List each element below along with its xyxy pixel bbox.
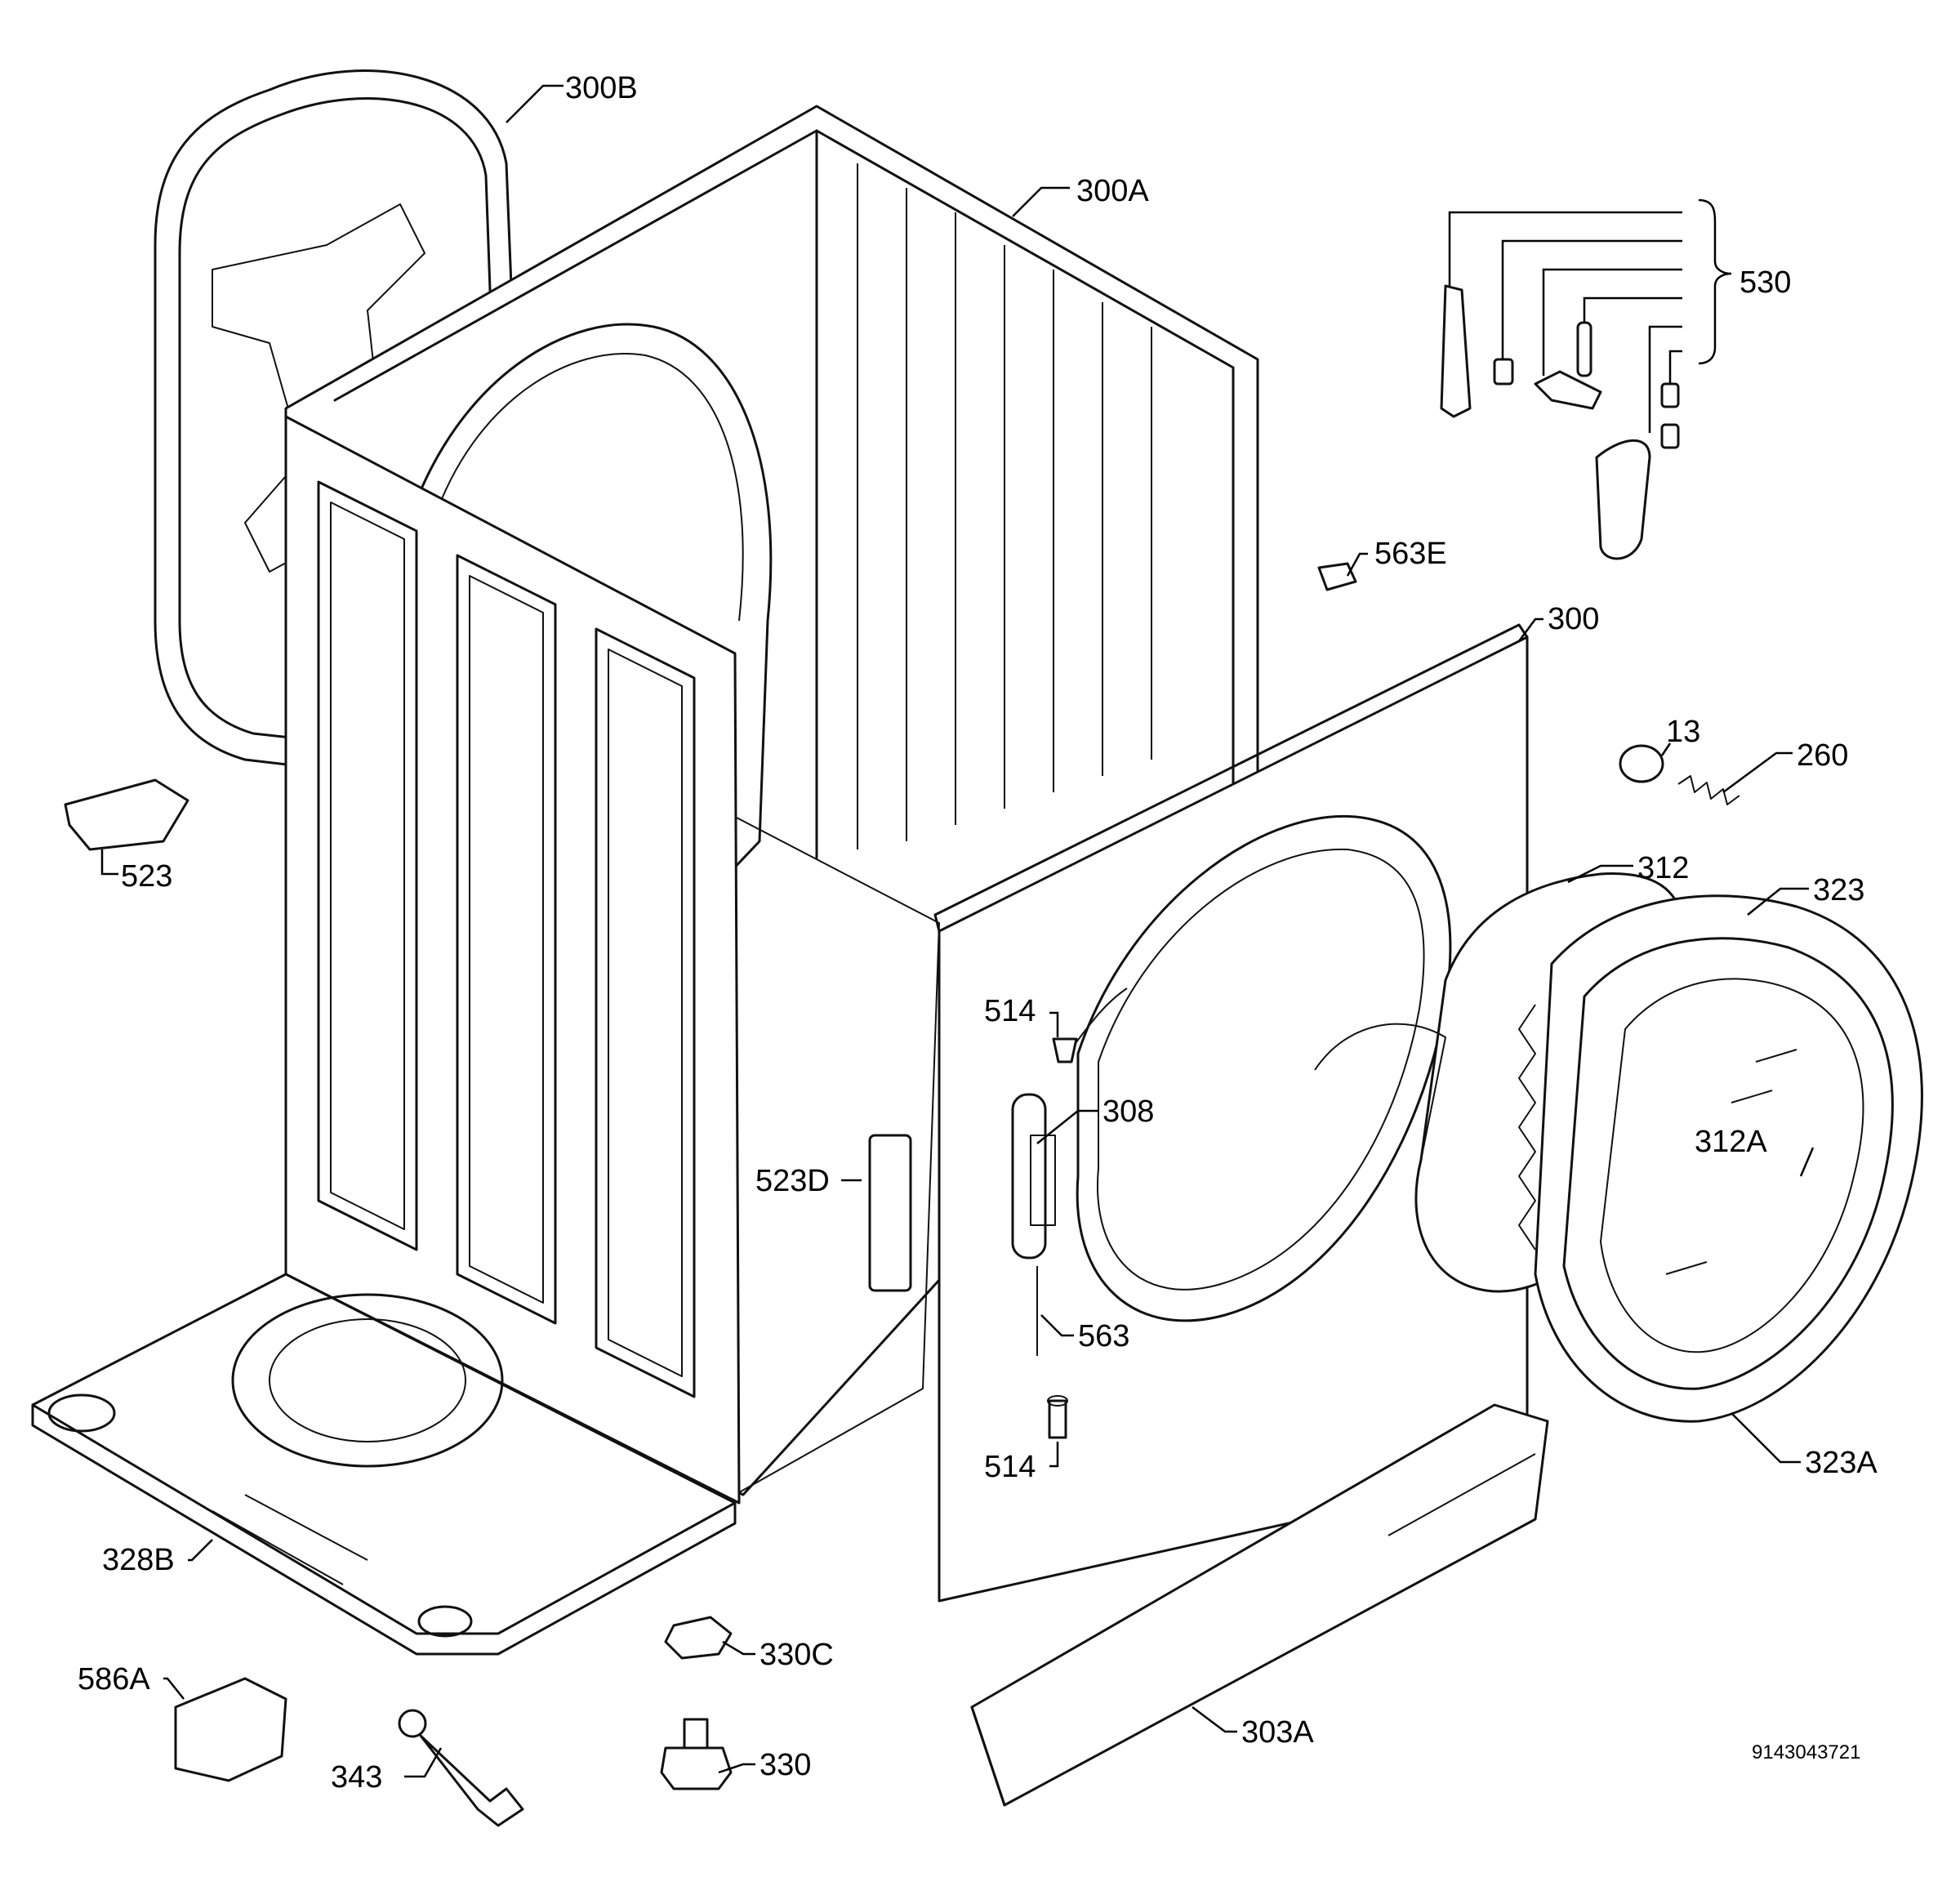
part-300A-side-panel [284,415,741,1505]
callout-514-bottom: 514 [984,1450,1036,1484]
callout-330: 330 [760,1748,811,1782]
callout-323: 323 [1813,873,1864,907]
callout-308: 308 [1102,1095,1154,1129]
part-308-hinge [1011,1093,1056,1260]
part-13-knob [1619,744,1664,783]
callout-303A: 303A [1241,1715,1314,1750]
part-323-door-frame [1518,894,1923,1423]
callout-300: 300 [1548,602,1599,636]
callout-586A: 586A [78,1662,150,1696]
callout-323A: 323A [1805,1446,1878,1480]
part-530-hinge-kit [1440,198,1732,560]
callout-530: 530 [1740,265,1791,300]
callout-260: 260 [1797,738,1848,773]
part-343-spanner [398,1709,524,1827]
part-523-bracket [64,778,189,851]
part-523D-bracket [868,1134,912,1292]
part-563E-micro-switch [1317,562,1357,591]
callout-330C: 330C [760,1638,834,1672]
callout-343: 343 [331,1760,382,1795]
part-514-pin-top [1052,1037,1078,1063]
part-330C-nut [664,1616,733,1660]
part-303A-plinth [970,1403,1549,1807]
callout-563: 563 [1078,1319,1129,1353]
callout-328B: 328B [102,1543,175,1577]
callout-563E: 563E [1374,537,1447,571]
callout-523D: 523D [755,1164,830,1198]
part-586A-pump-bracket [174,1677,287,1782]
callout-523: 523 [121,859,172,894]
callout-312: 312 [1637,851,1689,885]
callout-514-top: 514 [984,994,1036,1028]
part-328B-base [31,1273,737,1656]
callout-300B: 300B [565,71,638,105]
part-330-valve [660,1718,733,1790]
callout-300A: 300A [1076,174,1149,208]
callout-13: 13 [1666,715,1700,749]
leader-lines [100,84,1815,1778]
part-260-spring [1677,775,1740,805]
diagram-code: 9143043721 [1752,1741,1860,1763]
callout-312A: 312A [1695,1125,1767,1159]
part-514-pin-bottom [1047,1395,1068,1439]
